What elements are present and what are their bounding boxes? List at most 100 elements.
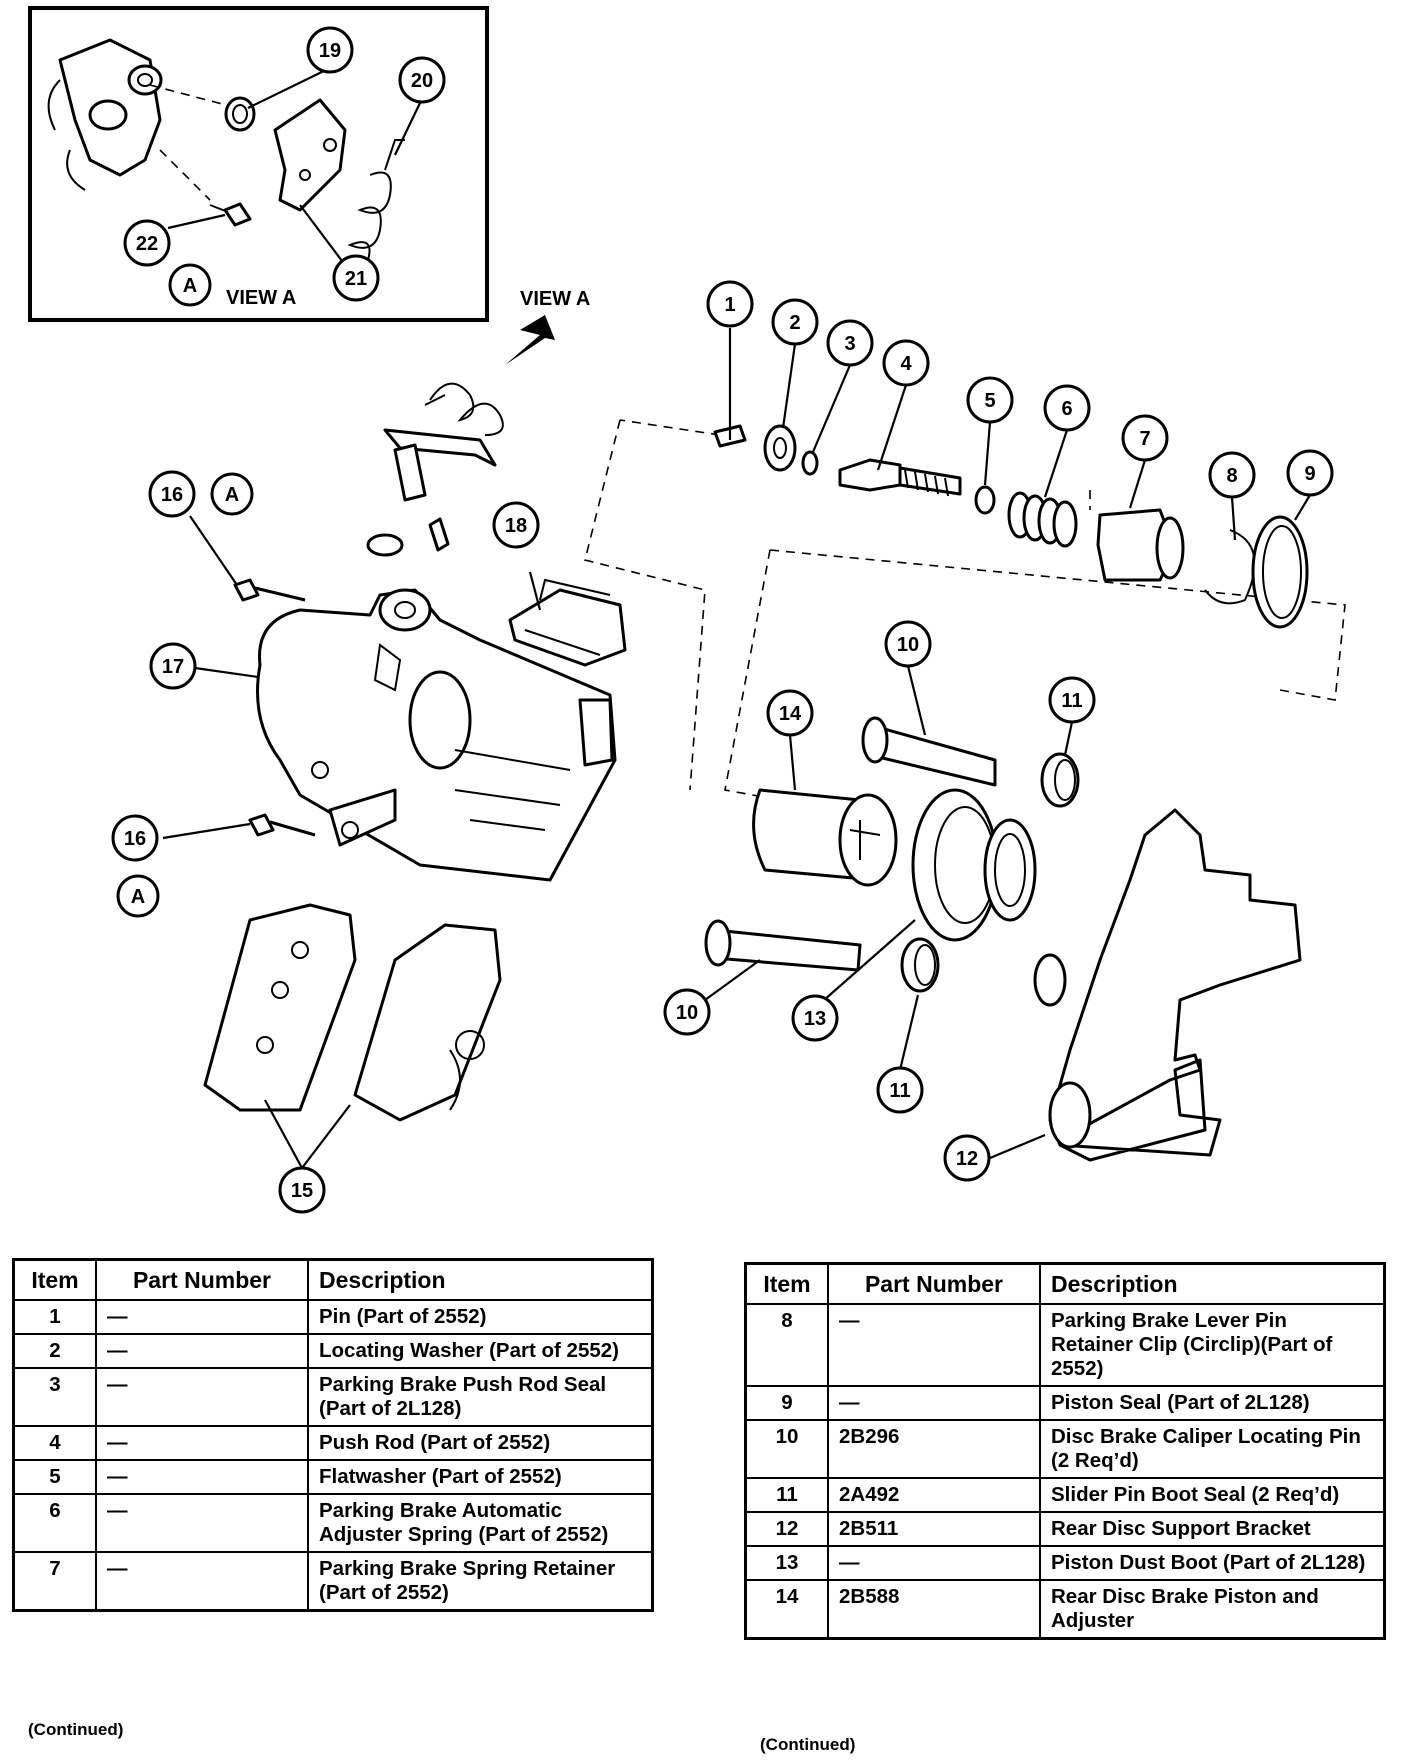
header-description: Description [1039,1262,1386,1305]
table-row: 9—Piston Seal (Part of 2L128) [744,1385,1386,1421]
svg-text:4: 4 [900,353,912,375]
table-row: 8—Parking Brake Lever Pin Retainer Clip … [744,1303,1386,1387]
table-cell-part-number: — [827,1545,1041,1581]
callout-22: 22 [123,219,171,267]
table-row: 6—Parking Brake Automatic Adjuster Sprin… [12,1493,654,1553]
table-row: 3—Parking Brake Push Rod Seal (Part of 2… [12,1367,654,1427]
table-cell-part-number: — [95,1493,309,1553]
table-cell-item: 2 [12,1333,97,1369]
table-cell-description: Disc Brake Caliper Locating Pin (2 Req’d… [1039,1419,1386,1479]
table-cell-description: Piston Seal (Part of 2L128) [1039,1385,1386,1421]
table-cell-item: 5 [12,1459,97,1495]
svg-text:8: 8 [1226,465,1237,487]
svg-text:11: 11 [889,1080,910,1102]
table-cell-description: Pin (Part of 2552) [307,1299,654,1335]
adjuster-spring-top [424,382,504,436]
exploded-parts-diagram: VIEW A VIEW A [28,6,1346,1214]
table-cell-part-number: — [95,1333,309,1369]
inset-view-a: VIEW A [28,6,489,322]
table-header-row: Item Part Number Description [12,1258,654,1301]
table-cell-part-number: — [95,1299,309,1335]
callout-4: 4 [882,339,930,387]
parts-table-left-body: 1—Pin (Part of 2552)2—Locating Washer (P… [12,1299,654,1612]
callout-10b: 10 [663,988,711,1036]
table-cell-description: Parking Brake Spring Retainer (Part of 2… [307,1551,654,1612]
table-cell-description: Parking Brake Lever Pin Retainer Clip (C… [1039,1303,1386,1387]
table-row: 7—Parking Brake Spring Retainer (Part of… [12,1551,654,1612]
parts-table-right: Item Part Number Description 8—Parking B… [744,1262,1386,1640]
caliper-housing [256,588,617,882]
table-cell-item: 1 [12,1299,97,1335]
table-cell-part-number: — [95,1551,309,1612]
callout-3: 3 [826,319,874,367]
table-cell-item: 12 [744,1511,829,1547]
header-item: Item [12,1258,97,1301]
piston-and-boot [752,788,1037,942]
callout-9: 9 [1286,449,1334,497]
table-cell-part-number: 2A492 [827,1477,1041,1513]
table-cell-item: 9 [744,1385,829,1421]
table-cell-item: 8 [744,1303,829,1387]
svg-text:13: 13 [804,1008,826,1030]
callout-14: 14 [766,689,814,737]
table-cell-part-number: — [95,1367,309,1427]
callout-12: 12 [943,1134,991,1182]
table-left-continued: (Continued) [28,1720,124,1739]
callout-15: 15 [278,1166,326,1214]
table-cell-item: 10 [744,1419,829,1479]
view-marker-a-lower: A [116,874,160,918]
svg-text:16: 16 [161,484,183,506]
anti-rattle-clip [508,588,627,667]
callout-18: 18 [492,501,540,549]
svg-text:18: 18 [505,515,527,537]
callout-17: 17 [149,642,197,690]
callout-16u: 16 [148,470,196,518]
table-cell-item: 6 [12,1493,97,1553]
table-cell-part-number: — [95,1459,309,1495]
callout-13: 13 [791,994,839,1042]
table-header-row: Item Part Number Description [744,1262,1386,1305]
header-part-number: Part Number [95,1258,309,1301]
table-cell-description: Parking Brake Push Rod Seal (Part of 2L1… [307,1367,654,1427]
guide-bolt-lower [248,813,316,837]
svg-text:1: 1 [724,294,735,316]
table-cell-item: 13 [744,1545,829,1581]
view-a-arrow: VIEW A [505,288,590,365]
svg-text:21: 21 [345,268,367,290]
svg-text:17: 17 [162,656,184,678]
table-row: 5—Flatwasher (Part of 2552) [12,1459,654,1495]
header-description: Description [307,1258,654,1301]
callout-5: 5 [966,376,1014,424]
locating-pins [704,716,1080,993]
table-cell-item: 11 [744,1477,829,1513]
table-cell-description: Locating Washer (Part of 2552) [307,1333,654,1369]
svg-text:10: 10 [676,1002,698,1024]
table-cell-description: Parking Brake Automatic Adjuster Spring … [307,1493,654,1553]
svg-text:3: 3 [844,333,855,355]
table-row: 1—Pin (Part of 2552) [12,1299,654,1335]
table-cell-item: 4 [12,1425,97,1461]
callout-7: 7 [1121,414,1169,462]
svg-text:A: A [225,484,239,506]
table-cell-description: Flatwasher (Part of 2552) [307,1459,654,1495]
table-row: 2—Locating Washer (Part of 2552) [12,1333,654,1369]
svg-text:A: A [183,275,197,297]
table-cell-part-number: — [95,1425,309,1461]
callout-11a: 11 [1048,676,1096,724]
header-part-number: Part Number [827,1262,1041,1305]
table-cell-item: 7 [12,1551,97,1612]
callout-2: 2 [771,298,819,346]
parts-table-left: Item Part Number Description 1—Pin (Part… [12,1258,654,1612]
svg-text:2: 2 [789,312,800,334]
callout-10a: 10 [884,620,932,668]
table-cell-part-number: — [827,1303,1041,1387]
callout-19: 19 [306,26,354,74]
svg-text:22: 22 [136,233,158,255]
svg-text:14: 14 [779,703,802,725]
view-a-arrow-label: VIEW A [520,288,590,310]
